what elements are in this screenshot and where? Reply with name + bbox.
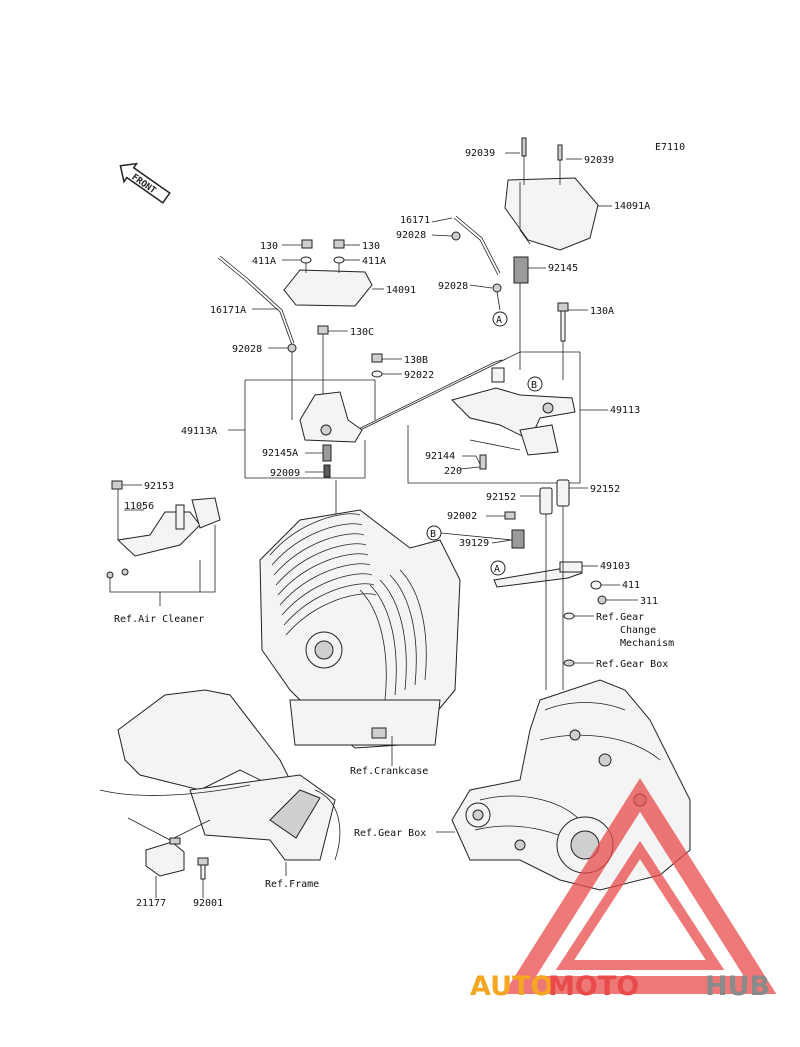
label-130A: 130A <box>590 306 614 317</box>
spring-92145A <box>305 444 332 462</box>
spring-39129 <box>491 529 525 549</box>
cover-14091A <box>504 137 612 251</box>
label-130B: 130B <box>404 355 428 366</box>
callout-b-top: B <box>527 376 543 392</box>
watermark-text: AUTO MOTO HUB <box>470 971 770 1002</box>
label-92152-a: 92152 <box>486 492 516 503</box>
collar-92152-a <box>520 487 553 515</box>
bolt-130-a <box>282 239 313 249</box>
label-130-b: 130 <box>362 241 380 252</box>
label-11056: 11056 <box>124 501 154 512</box>
label-92039-left: 92039 <box>465 148 495 159</box>
label-16171-top: 16171 <box>400 215 430 226</box>
cap-92028-left <box>268 343 297 420</box>
label-92028-left: 92028 <box>232 344 262 355</box>
cover-14091 <box>283 263 384 307</box>
cable-16171 <box>431 215 502 311</box>
bracket-49113A <box>299 391 363 443</box>
label-ref-crankcase: Ref.Crankcase <box>350 766 428 777</box>
bolt-130-b <box>333 239 360 249</box>
bolt-92002 <box>486 511 516 520</box>
label-ref-air-cleaner: Ref.Air Cleaner <box>114 614 204 625</box>
label-ref-gear-change-3: Mechanism <box>620 638 674 649</box>
nut-311 <box>597 595 638 605</box>
label-16171A: 16171A <box>210 305 246 316</box>
front-arrow-icon: FRONT <box>119 162 171 204</box>
label-92145: 92145 <box>548 263 578 274</box>
label-49113: 49113 <box>610 405 640 416</box>
label-ref-gear-change-1: Ref.Gear <box>596 612 644 623</box>
watermark-part3: HUB <box>705 971 770 1002</box>
label-ref-frame: Ref.Frame <box>265 879 319 890</box>
frame-panel <box>99 689 341 861</box>
bolt-130B <box>371 353 402 363</box>
label-ref-gear-change-2: Change <box>620 625 656 636</box>
label-411A-b: 411A <box>362 256 386 267</box>
label-49103: 49103 <box>600 561 630 572</box>
washer-411 <box>590 580 620 590</box>
spring-92145 <box>513 256 546 370</box>
shaft-end <box>563 659 575 667</box>
svg-text:A: A <box>496 315 502 326</box>
diagram-code: E7110 <box>655 142 685 153</box>
label-411: 411 <box>622 580 640 591</box>
pin-92144 <box>459 439 521 470</box>
label-ref-gear-box: Ref.Gear Box <box>354 828 426 839</box>
label-21177: 21177 <box>136 898 166 909</box>
collar-92152-b <box>556 479 588 507</box>
shaft-washer <box>563 612 575 620</box>
washer-92022 <box>371 370 402 378</box>
bolt-130A <box>557 302 588 380</box>
callout-a-bottom: A <box>490 560 506 576</box>
washer-411A-b <box>333 256 345 264</box>
watermark-logo <box>503 778 777 994</box>
label-130C: 130C <box>350 327 374 338</box>
box-49113 <box>349 351 581 484</box>
label-130-a: 130 <box>260 241 278 252</box>
label-ref-gear-box-top: Ref.Gear Box <box>596 659 668 670</box>
sensor-21177 <box>127 817 211 898</box>
watermark-part2: MOTO <box>548 971 639 1002</box>
svg-text:A: A <box>494 564 500 575</box>
label-92145A: 92145A <box>262 448 298 459</box>
label-92028-mid: 92028 <box>438 281 468 292</box>
label-92028-top: 92028 <box>396 230 426 241</box>
label-220: 220 <box>444 466 462 477</box>
svg-text:B: B <box>531 380 537 391</box>
bracket-49113 <box>451 367 576 456</box>
svg-text:B: B <box>430 529 436 540</box>
label-49113A: 49113A <box>181 426 217 437</box>
washer-411A-a <box>300 256 312 264</box>
cable-16171A <box>217 255 295 346</box>
bolt-92001 <box>197 857 209 898</box>
watermark-part1: AUTO <box>470 971 553 1002</box>
label-14091A: 14091A <box>614 201 650 212</box>
pin-92009 <box>305 464 331 478</box>
label-92152-b: 92152 <box>590 484 620 495</box>
label-92153: 92153 <box>144 481 174 492</box>
label-311: 311 <box>640 596 658 607</box>
label-92039-right: 92039 <box>584 155 614 166</box>
label-92002: 92002 <box>447 511 477 522</box>
label-92022: 92022 <box>404 370 434 381</box>
callout-b-bottom: B <box>426 525 442 541</box>
label-92009: 92009 <box>270 468 300 479</box>
label-92001: 92001 <box>193 898 223 909</box>
gear-box <box>451 679 691 891</box>
lever-49103 <box>493 561 598 588</box>
label-14091: 14091 <box>386 285 416 296</box>
callout-a-top: A <box>492 311 508 327</box>
label-39129: 39129 <box>459 538 489 549</box>
box-49113A <box>245 379 376 420</box>
bracket-11056 <box>116 489 221 557</box>
label-92144: 92144 <box>425 451 455 462</box>
bolt-92153 <box>111 480 142 490</box>
label-411A-a: 411A <box>252 256 276 267</box>
engine-crankcase <box>259 509 461 749</box>
